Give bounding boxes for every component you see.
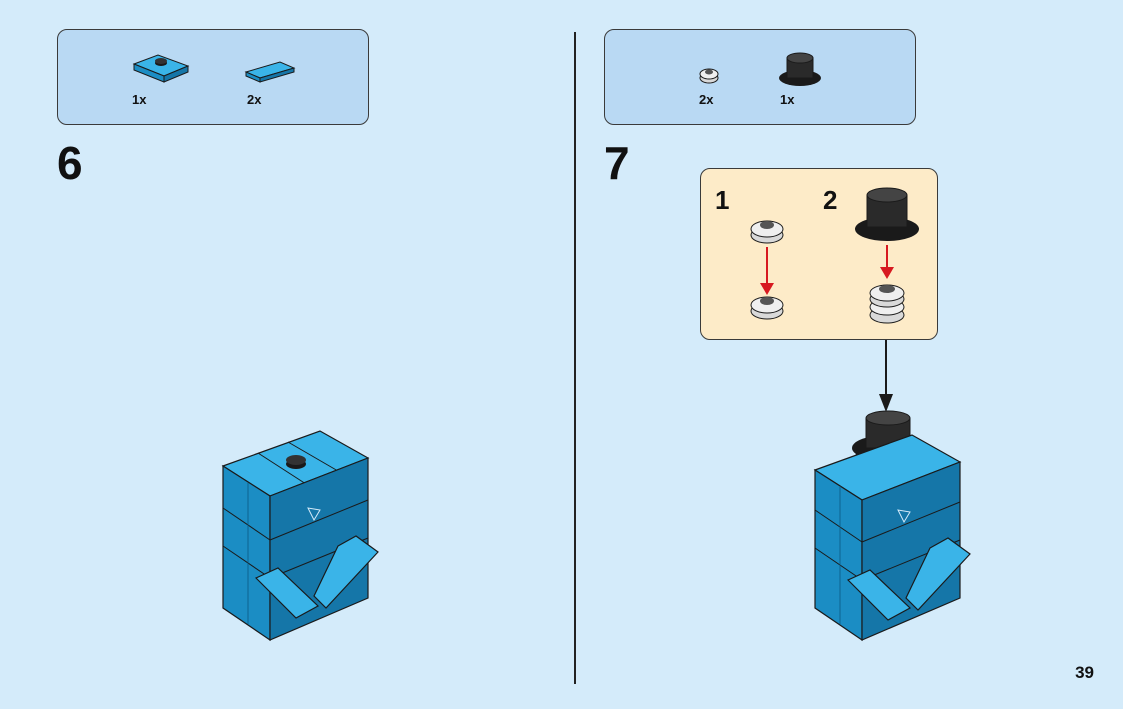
step-6-model-illustration <box>221 430 379 642</box>
down-arrow-icon <box>879 340 893 412</box>
qty-top-hat: 1x <box>780 92 795 107</box>
step-number-7: 7 <box>604 137 630 189</box>
substep-number-2: 2 <box>823 185 838 215</box>
azure-plate-with-stud-icon <box>132 54 190 83</box>
substep-number-1: 1 <box>715 185 730 215</box>
round-plate-light-gray-icon <box>699 68 719 84</box>
substep-1-illustration <box>750 220 784 320</box>
sub-assembly-box: 1 2 <box>700 168 938 340</box>
top-hat-black-icon <box>779 52 821 86</box>
page-number: 39 <box>1075 663 1094 682</box>
parts-box-step-6: 1x 2x <box>57 29 369 125</box>
step-7-model-illustration <box>813 410 971 642</box>
qty-round-plate: 2x <box>699 92 714 107</box>
qty-tile: 2x <box>247 92 262 107</box>
qty-plate: 1x <box>132 92 147 107</box>
step-number-6: 6 <box>57 137 83 189</box>
azure-tile-icon <box>244 61 296 83</box>
parts-box-step-7: 2x 1x <box>604 29 916 125</box>
page-divider <box>574 32 576 684</box>
substep-2-illustration <box>855 187 919 324</box>
